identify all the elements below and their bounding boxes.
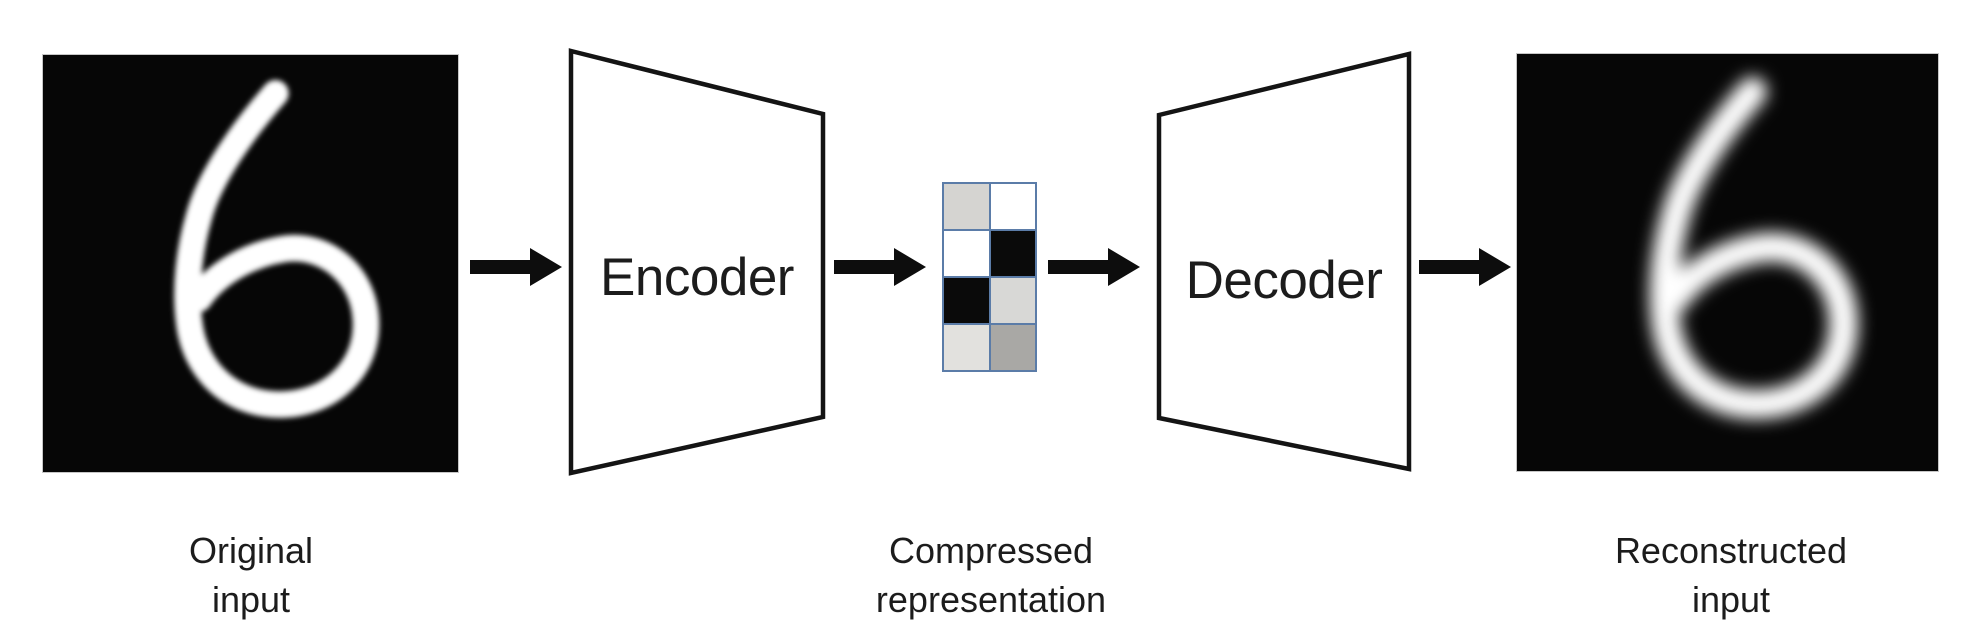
caption-compressed-line2: representation: [875, 579, 1107, 620]
grid-cell: [990, 231, 1035, 276]
encoder-label: Encoder: [568, 48, 826, 476]
encoder-label-text: Encoder: [600, 247, 794, 307]
grid-cell: [990, 325, 1035, 370]
arrow-right-icon: [470, 248, 562, 286]
arrow-right-icon: [834, 248, 926, 286]
grid-cell: [990, 278, 1035, 323]
decoder-shape: [1156, 51, 1412, 472]
caption-original-input: Original input: [189, 526, 313, 624]
encoder-shape: [568, 48, 826, 476]
caption-reconstructed-line2: input: [1691, 579, 1771, 620]
caption-original-line2: input: [211, 579, 291, 620]
reconstructed-input-image: [1517, 54, 1938, 471]
decoder-label-text: Decoder: [1185, 251, 1383, 310]
grid-cell: [944, 325, 989, 370]
grid-cell: [990, 184, 1035, 229]
digit-six-blurry-image: [1649, 76, 1859, 419]
caption-compressed-representation: Compressed representation: [876, 526, 1106, 624]
grid-cell: [944, 184, 989, 229]
grid-cell: [944, 278, 989, 323]
digit-six-sharp-image: [174, 80, 380, 418]
arrow-right-icon: [1048, 248, 1140, 286]
caption-reconstructed-line1: Reconstructed: [1614, 530, 1848, 571]
caption-original-line1: Original: [188, 530, 314, 571]
caption-reconstructed-input: Reconstructed input: [1615, 526, 1847, 624]
original-input-image: [43, 55, 458, 472]
decoder-label: Decoder: [1156, 51, 1412, 472]
caption-compressed-line1: Compressed: [888, 530, 1094, 571]
compressed-representation-grid: [942, 182, 1037, 372]
grid-cell: [944, 231, 989, 276]
arrow-right-icon: [1419, 248, 1511, 286]
